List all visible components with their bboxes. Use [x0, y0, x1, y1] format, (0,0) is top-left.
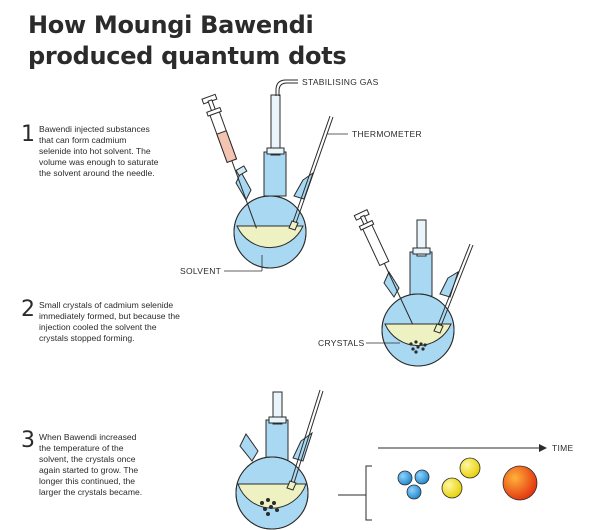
step-1-text: Bawendi injected substances that can for… — [39, 124, 158, 179]
step-1-number: 1 — [21, 122, 35, 147]
flask-1-right-neck — [293, 171, 314, 200]
syringe-1-liquid — [216, 130, 238, 164]
dot-yellow-2 — [441, 477, 463, 499]
syringe-1 — [201, 93, 257, 229]
flask-1-center-neck — [263, 151, 287, 197]
step-3-line: the temperature of the — [39, 443, 124, 453]
flask-1-gas-inlet — [270, 94, 281, 156]
flask-3-solvent — [237, 483, 307, 509]
dot-blue-2 — [414, 469, 430, 485]
step-2-line: immediately formed, but because the — [39, 311, 180, 321]
step-3-number: 3 — [21, 428, 35, 453]
label-solvent: SOLVENT — [180, 266, 222, 276]
thermometer-3 — [286, 389, 324, 491]
label-crystals: CRYSTALS — [318, 338, 365, 348]
step-1-line: Bawendi injected substances — [39, 124, 150, 134]
step-3-line: longer this continued, the — [39, 476, 136, 486]
page-title: How Moungi Bawendi produced quantum dots — [28, 10, 347, 72]
dot-red — [502, 465, 538, 501]
flask-2 — [381, 219, 459, 367]
crystals-small-cluster — [409, 340, 427, 354]
flask-1 — [233, 94, 314, 269]
step-3-line: solvent, the crystals once — [39, 454, 136, 464]
step-2-line: crystals stopped forming. — [39, 333, 135, 343]
flask-1-left-neck — [235, 165, 252, 202]
step-3-line: When Bawendi increased — [39, 432, 137, 442]
thermometer-2 — [433, 243, 474, 334]
gas-tube — [275, 79, 298, 96]
crystals-cluster-3 — [260, 498, 279, 516]
flask-1-solvent — [236, 225, 304, 249]
step-2-text: Small crystals of cadmium selenide immed… — [39, 300, 180, 344]
step-3-line: again started to grow. The — [39, 465, 139, 475]
quantum-dots — [397, 457, 538, 501]
title-line-1: How Moungi Bawendi — [28, 11, 314, 39]
step-2-number: 2 — [21, 297, 35, 322]
dot-blue-1 — [397, 470, 413, 486]
step-1-line: volume was enough to saturate — [39, 157, 159, 167]
step-3-text: When Bawendi increased the temperature o… — [39, 432, 142, 498]
label-time: TIME — [552, 443, 574, 453]
flask-3 — [235, 391, 313, 530]
step-1-line: the solvent around the needle. — [39, 168, 155, 178]
step-2-line: Small crystals of cadmium selenide — [39, 300, 174, 310]
label-stabilising-gas: STABILISING GAS — [302, 77, 379, 87]
step-3-line: larger the crystals became. — [39, 487, 143, 497]
step-2-line: injection cooled the solvent the — [39, 322, 157, 332]
syringe-2 — [353, 209, 414, 325]
growth-bracket — [338, 465, 372, 521]
dot-blue-3 — [406, 484, 422, 500]
step-1-line: selenide into hot solvent. The — [39, 146, 151, 156]
step-1-line: that can form cadmium — [39, 135, 127, 145]
dot-yellow-1 — [459, 457, 481, 479]
title-line-2: produced quantum dots — [28, 42, 347, 70]
thermometer-1 — [288, 115, 334, 231]
label-thermometer: THERMOMETER — [352, 129, 422, 139]
